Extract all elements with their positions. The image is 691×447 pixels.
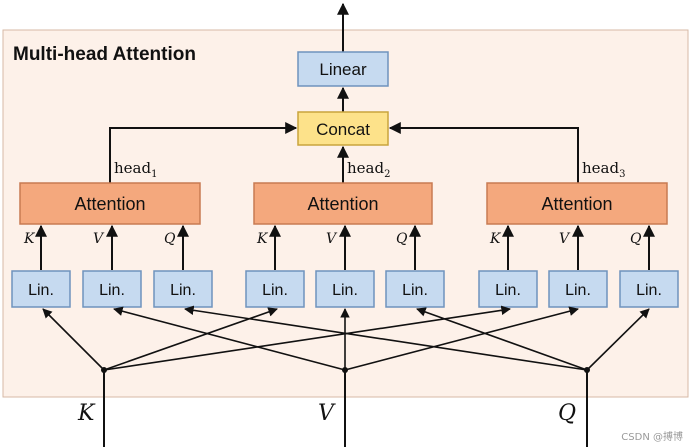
head-1-to-concat-arrow <box>109 122 298 183</box>
head-3-k-label: K <box>489 231 502 247</box>
head-1-label: head1 <box>114 159 157 180</box>
head-3-to-concat-arrow <box>388 122 579 183</box>
head-2-kvq-labels: K V Q <box>256 231 408 247</box>
lin-box-7: Lin. <box>478 270 538 308</box>
lin-box-3: Lin. <box>153 270 213 308</box>
head-3-label: head3 <box>582 159 625 180</box>
lin-box-6: Lin. <box>385 270 445 308</box>
input-lines <box>103 370 588 447</box>
head-1-q-label: Q <box>164 231 176 247</box>
attention-label-2: Attention <box>307 194 378 214</box>
svg-text:Lin.: Lin. <box>565 282 591 299</box>
input-q-label: Q <box>558 401 576 426</box>
lin-box-9: Lin. <box>619 270 679 308</box>
head-3-v-label: V <box>559 231 571 247</box>
head-3-kvq-labels: K V Q <box>489 231 642 247</box>
attention-box-3: Attention <box>486 182 668 225</box>
svg-text:Lin.: Lin. <box>495 282 521 299</box>
svg-text:Lin.: Lin. <box>99 282 125 299</box>
lin-box-8: Lin. <box>548 270 608 308</box>
lin-box-4: Lin. <box>245 270 305 308</box>
svg-text:Lin.: Lin. <box>262 282 288 299</box>
head-1-k-label: K <box>23 231 36 247</box>
head-1-kvq-labels: K V Q <box>23 231 176 247</box>
diagram-title: Multi-head Attention <box>13 44 196 65</box>
input-v-label: V <box>318 401 336 426</box>
concat-label: Concat <box>316 120 370 139</box>
head-1-v-label: V <box>93 231 105 247</box>
head-3-q-label: Q <box>630 231 642 247</box>
head-2-label: head2 <box>347 159 390 180</box>
svg-text:Lin.: Lin. <box>170 282 196 299</box>
input-k-label: K <box>77 401 96 426</box>
svg-text:Lin.: Lin. <box>332 282 358 299</box>
watermark: CSDN @搏博 <box>621 432 683 443</box>
attention-label-3: Attention <box>541 194 612 214</box>
concat-box: Concat <box>297 111 389 146</box>
lin-box-5: Lin. <box>315 270 375 308</box>
lin-to-attention-arrows <box>35 224 655 270</box>
attention-label-1: Attention <box>74 194 145 214</box>
lin-box-2: Lin. <box>82 270 142 308</box>
linear-box: Linear <box>297 51 389 87</box>
attention-box-1: Attention <box>19 182 201 225</box>
linear-label: Linear <box>319 60 367 79</box>
head-2-q-label: Q <box>396 231 408 247</box>
svg-text:Lin.: Lin. <box>28 282 54 299</box>
input-labels: K V Q <box>77 401 576 426</box>
svg-text:Lin.: Lin. <box>402 282 428 299</box>
lin-box-1: Lin. <box>11 270 71 308</box>
lin-boxes: Lin. Lin. Lin. Lin. Lin. Lin. Lin. Lin. … <box>11 270 679 308</box>
attention-box-2: Attention <box>253 182 433 225</box>
head-2-v-label: V <box>326 231 338 247</box>
head-2-k-label: K <box>256 231 269 247</box>
svg-text:Lin.: Lin. <box>636 282 662 299</box>
fanout-arrows <box>42 305 650 371</box>
